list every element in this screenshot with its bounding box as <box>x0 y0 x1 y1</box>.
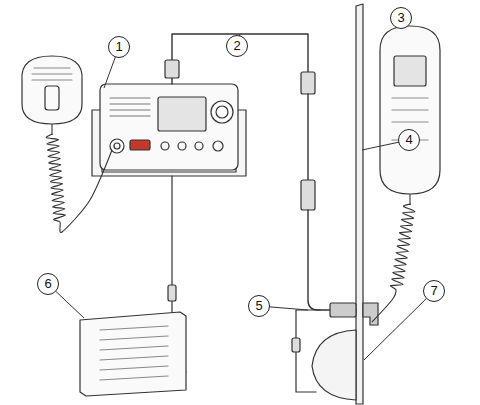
extension-cable <box>172 34 308 84</box>
extension-cable <box>307 94 308 180</box>
radio-button <box>161 142 169 150</box>
external-speaker <box>80 312 186 396</box>
callout-number: 1 <box>108 36 130 58</box>
leader-lines <box>48 18 434 360</box>
callout-number: 2 <box>226 35 248 57</box>
speaker-grille <box>100 326 168 380</box>
rotary-knob <box>211 101 233 123</box>
callout-number: 4 <box>398 129 420 151</box>
coiled-cord <box>46 124 112 232</box>
bulkhead-connector <box>330 303 356 317</box>
callout-number: 7 <box>423 280 445 302</box>
callout-number: 5 <box>248 295 270 317</box>
callout-number: 3 <box>390 7 412 29</box>
extension-cable <box>308 210 356 310</box>
inline-connector <box>168 285 176 301</box>
coiled-cords <box>46 124 415 322</box>
mic-socket-pin <box>114 143 120 149</box>
inline-connector <box>292 338 300 352</box>
coiled-cord <box>372 194 415 322</box>
handset-display <box>394 56 426 86</box>
cable-connector <box>301 72 315 94</box>
mounting-box <box>312 330 356 400</box>
radio-button <box>178 142 186 150</box>
radio-button <box>213 141 223 151</box>
leader-line <box>364 291 434 360</box>
ptt-button <box>45 86 59 110</box>
fist-microphone <box>22 56 82 124</box>
cable-connector <box>165 60 179 78</box>
distress-button <box>130 140 150 150</box>
bulkhead-panel <box>356 4 363 404</box>
mic-grille <box>32 68 72 80</box>
cable-connector <box>301 180 315 210</box>
handset <box>380 26 440 194</box>
radio-unit <box>100 84 238 170</box>
rotary-knob-center <box>216 106 228 118</box>
callout-number: 6 <box>37 273 59 295</box>
speaker-grille <box>110 98 150 116</box>
radio-display <box>158 97 206 131</box>
radio-button <box>195 142 203 150</box>
right-angle-plug <box>363 303 378 325</box>
